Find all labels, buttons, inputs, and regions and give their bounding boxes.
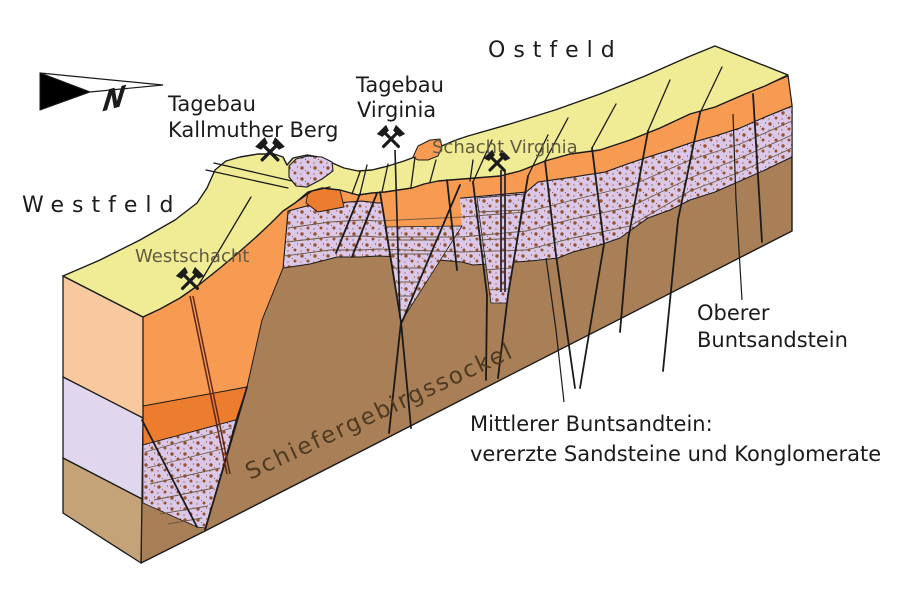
pit-orange-patch-virginia [412,138,443,161]
fault-line [204,386,248,531]
label-ostfeld: Ostfeld [488,38,623,63]
mine-shafts [189,149,506,475]
fault-line [619,130,649,333]
label-oberer-2: Buntsandstein [697,328,848,352]
label-westschacht: Westschacht [135,246,249,267]
fault-trace [469,159,474,182]
fault-line [544,160,576,389]
label-oberer-1: Oberer [697,301,770,325]
fault-line [400,321,412,429]
west-face-tan-layer [62,456,143,565]
fault-trace [647,79,671,132]
virginia-shaft-line [394,149,401,319]
fault-trace [410,156,416,188]
north-arrow-solid [39,72,92,111]
label-mittlerer-2: vererzte Sandsteine und Konglomerate [470,442,881,466]
fault-trace [527,134,549,177]
fault-line [662,112,701,372]
mine-icon-virginia [376,124,406,153]
label-tagebau-kallmuther-1: Tagebau [167,92,256,116]
fault-trace [591,103,617,149]
west-end-face [62,274,144,565]
fault-trace [544,117,569,162]
fault-trace [699,66,723,114]
north-arrow: N [39,72,164,119]
terrain-lines [197,159,437,287]
fault-line [472,181,488,381]
fault-line [335,193,361,254]
fault-lines [141,93,763,531]
fault-line [351,192,378,258]
label-tagebau-kallmuther-2: Kallmuther Berg [168,118,338,142]
leader-line-oberer [732,113,743,301]
fault-line [752,93,763,243]
fault-line [446,179,458,271]
pit-ore-patch-kallmuther [288,155,334,188]
label-mittlerer-1: Mittlerer Buntsandtein: [470,412,713,436]
fault-traces-top [359,66,723,195]
bedding-lines [144,120,793,525]
leader-line-mittlerer [545,257,565,403]
westschacht-shaft-line [189,295,231,475]
top-surface [62,45,789,318]
fault-line [141,419,198,528]
label-tagebau-virginia-2: Virginia [357,98,436,122]
fault-trace [472,139,493,183]
label-westfeld: Westfeld [22,193,181,218]
fault-trace [359,164,368,195]
label-tagebau-virginia-1: Tagebau [355,73,444,97]
label-schacht-virginia: Schacht Virginia [432,137,578,158]
schacht-virginia-shaft-line [500,170,506,292]
virginia-graben-orange [381,186,462,227]
fault-line [579,147,605,389]
fault-trace [381,163,389,193]
fault-line [497,175,529,379]
block-body [62,45,793,565]
